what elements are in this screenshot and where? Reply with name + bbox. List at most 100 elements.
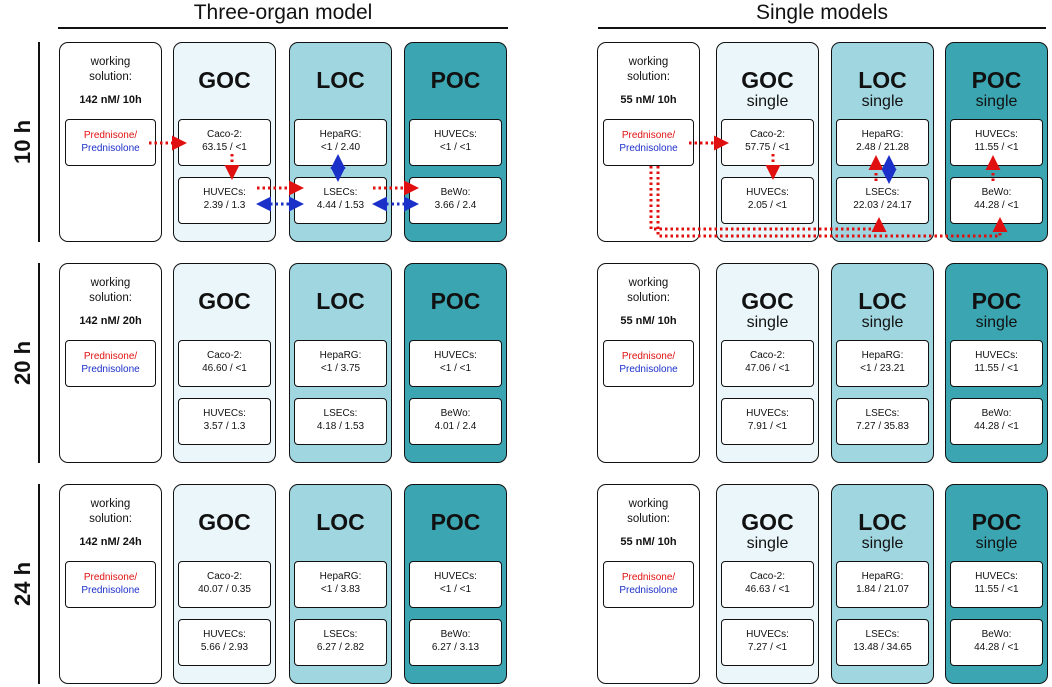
poc-cell-top-value: 11.55 / <1 [974, 363, 1019, 374]
loc-cell-top-value: 2.48 / 21.28 [856, 142, 909, 153]
loc-cell-bottom-value: 4.44 / 1.53 [316, 200, 365, 211]
poc-cell-top-label: HUVECs: [975, 129, 1018, 140]
poc-cell-bottom-value: 44.28 / <1 [974, 642, 1019, 653]
poc-panel: POC HUVECs:<1 / <1 BeWo:4.01 / 2.4 [404, 263, 507, 463]
poc-single-label: single [975, 93, 1018, 110]
loc-cell-top-value: <1 / 23.21 [860, 363, 905, 374]
poc-cell-bottom-value: 6.27 / 3.13 [431, 642, 480, 653]
loc-cell-top-label: HepaRG: [861, 129, 904, 140]
working-solution-concentration: 55 nM/ 10h [620, 94, 677, 106]
prednisolone-label: Prednisolone [81, 143, 140, 154]
loc-cell-top-value: <1 / 2.40 [320, 142, 361, 153]
poc-cell-top: HUVECs: 11.55 / <1 [950, 340, 1043, 387]
goc-single-label: single [746, 314, 789, 331]
working-solution-label: working solution: [89, 498, 132, 525]
prednisone-label: Prednisone/ [621, 130, 676, 141]
poc-cell-bottom: BeWo:3.66 / 2.4 [409, 177, 502, 224]
loc-title: LOC [316, 288, 365, 314]
goc-cell-top-label: Caco-2: [749, 571, 785, 582]
loc-cell-bottom-label: LSECs: [323, 408, 358, 419]
prednisolone-label: Prednisolone [619, 585, 678, 596]
poc-cell-bottom: BeWo:4.01 / 2.4 [409, 398, 502, 445]
drug-box: Prednisone/Prednisolone [603, 561, 694, 608]
poc-cell-bottom-value: 44.28 / <1 [974, 421, 1019, 432]
loc-cell-top: HepaRG:1.84 / 21.07 [836, 561, 929, 608]
drug-box: Prednisone/Prednisolone [603, 119, 694, 166]
poc-cell-top-value: 11.55 / <1 [974, 584, 1019, 595]
poc-panel: POC HUVECs:<1 / <1 BeWo: 6.27 / 3.13 [404, 484, 507, 684]
loc-title: LOC [858, 288, 907, 314]
goc-cell-top-value: 57.75 / <1 [745, 142, 790, 153]
goc-cell-top-value: 46.60 / <1 [202, 363, 247, 374]
loc-cell-bottom: LSECs:13.48 / 34.65 [836, 619, 929, 666]
poc-cell-top-value: <1 / <1 [439, 142, 472, 153]
poc-title: POC [971, 67, 1022, 93]
loc-cell-bottom: LSECs: 4.44 / 1.53 [294, 177, 387, 224]
goc-cell-top-value: 46.63 / <1 [745, 584, 790, 595]
poc-cell-top: HUVECs:<1 / <1 [409, 561, 502, 608]
poc-title: POC [430, 509, 481, 535]
goc-cell-bottom: HUVECs:5.66 / 2.93 [178, 619, 271, 666]
loc-title: LOC [316, 509, 365, 535]
loc-cell-top: HepaRG: <1 / 23.21 [836, 340, 929, 387]
goc-cell-top: Caco-2:57.75 / <1 [721, 119, 814, 166]
poc-cell-bottom-label: BeWo: [981, 629, 1012, 640]
drug-box: Prednisone/Prednisolone [65, 561, 156, 608]
arrow-single-drug-to-bewo [656, 166, 1008, 238]
goc-cell-bottom-label: HUVECs: [203, 408, 246, 419]
working-solution-label: working solution: [627, 498, 670, 525]
goc-cell-bottom-label: HUVECs: [203, 187, 246, 198]
poc-cell-top-label: HUVECs: [434, 350, 477, 361]
working-solution-concentration: 142 nM/ 10h [79, 94, 142, 106]
goc-cell-top-value: 47.06 / <1 [745, 363, 790, 374]
poc-cell-bottom-label: BeWo: [440, 629, 471, 640]
goc-cell-bottom: HUVECs:2.05 / <1 [721, 177, 814, 224]
goc-cell-bottom-value: 5.66 / 2.93 [200, 642, 249, 653]
loc-cell-top-value: <1 / 3.83 [320, 584, 361, 595]
goc-title: GOC [741, 509, 794, 535]
row-rule [38, 263, 40, 463]
poc-cell-top: HUVECs:<1 / <1 [409, 340, 502, 387]
goc-title: GOC [741, 67, 794, 93]
loc-cell-bottom: LSECs:7.27 / 35.83 [836, 398, 929, 445]
loc-cell-top-value: <1 / 3.75 [320, 363, 361, 374]
goc-title: GOC [741, 288, 794, 314]
loc-single-label: single [861, 535, 904, 552]
loc-title: LOC [316, 67, 365, 93]
arrow-single-drug-to-lsecs [649, 166, 887, 232]
loc-cell-bottom: LSECs:22.03 / 24.17 [836, 177, 929, 224]
poc-cell-bottom-label: BeWo: [981, 187, 1012, 198]
poc-cell-top-label: HUVECs: [975, 350, 1018, 361]
loc-cell-top-label: HepaRG: [319, 571, 362, 582]
goc-title: GOC [198, 67, 251, 93]
poc-cell-top-label: HUVECs: [434, 129, 477, 140]
loc-cell-bottom-label: LSECs: [323, 187, 358, 198]
loc-cell-top-label: HepaRG: [861, 350, 904, 361]
loc-cell-bottom-label: LSECs: [323, 629, 358, 640]
loc-cell-bottom-value: 13.48 / 34.65 [853, 642, 912, 653]
poc-title: POC [430, 288, 481, 314]
loc-cell-top-label: HepaRG: [319, 350, 362, 361]
prednisone-label: Prednisone/ [621, 572, 676, 583]
poc-cell-top: HUVECs:11.55 / <1 [950, 561, 1043, 608]
working-solution-label: working solution: [89, 277, 132, 304]
poc-cell-bottom-label: BeWo: [981, 408, 1012, 419]
loc-cell-top-value: 1.84 / 21.07 [856, 584, 909, 595]
prednisolone-label: Prednisolone [81, 585, 140, 596]
goc-cell-top: Caco-2: 47.06 / <1 [721, 340, 814, 387]
goc-single-label: single [746, 93, 789, 110]
drug-box: Prednisone/Prednisolone [65, 119, 156, 166]
loc-cell-bottom-label: LSECs: [865, 408, 900, 419]
prednisone-label: Prednisone/ [83, 572, 138, 583]
goc-cell-top-label: Caco-2: [749, 350, 785, 361]
working-solution-label: working solution: [627, 56, 670, 83]
